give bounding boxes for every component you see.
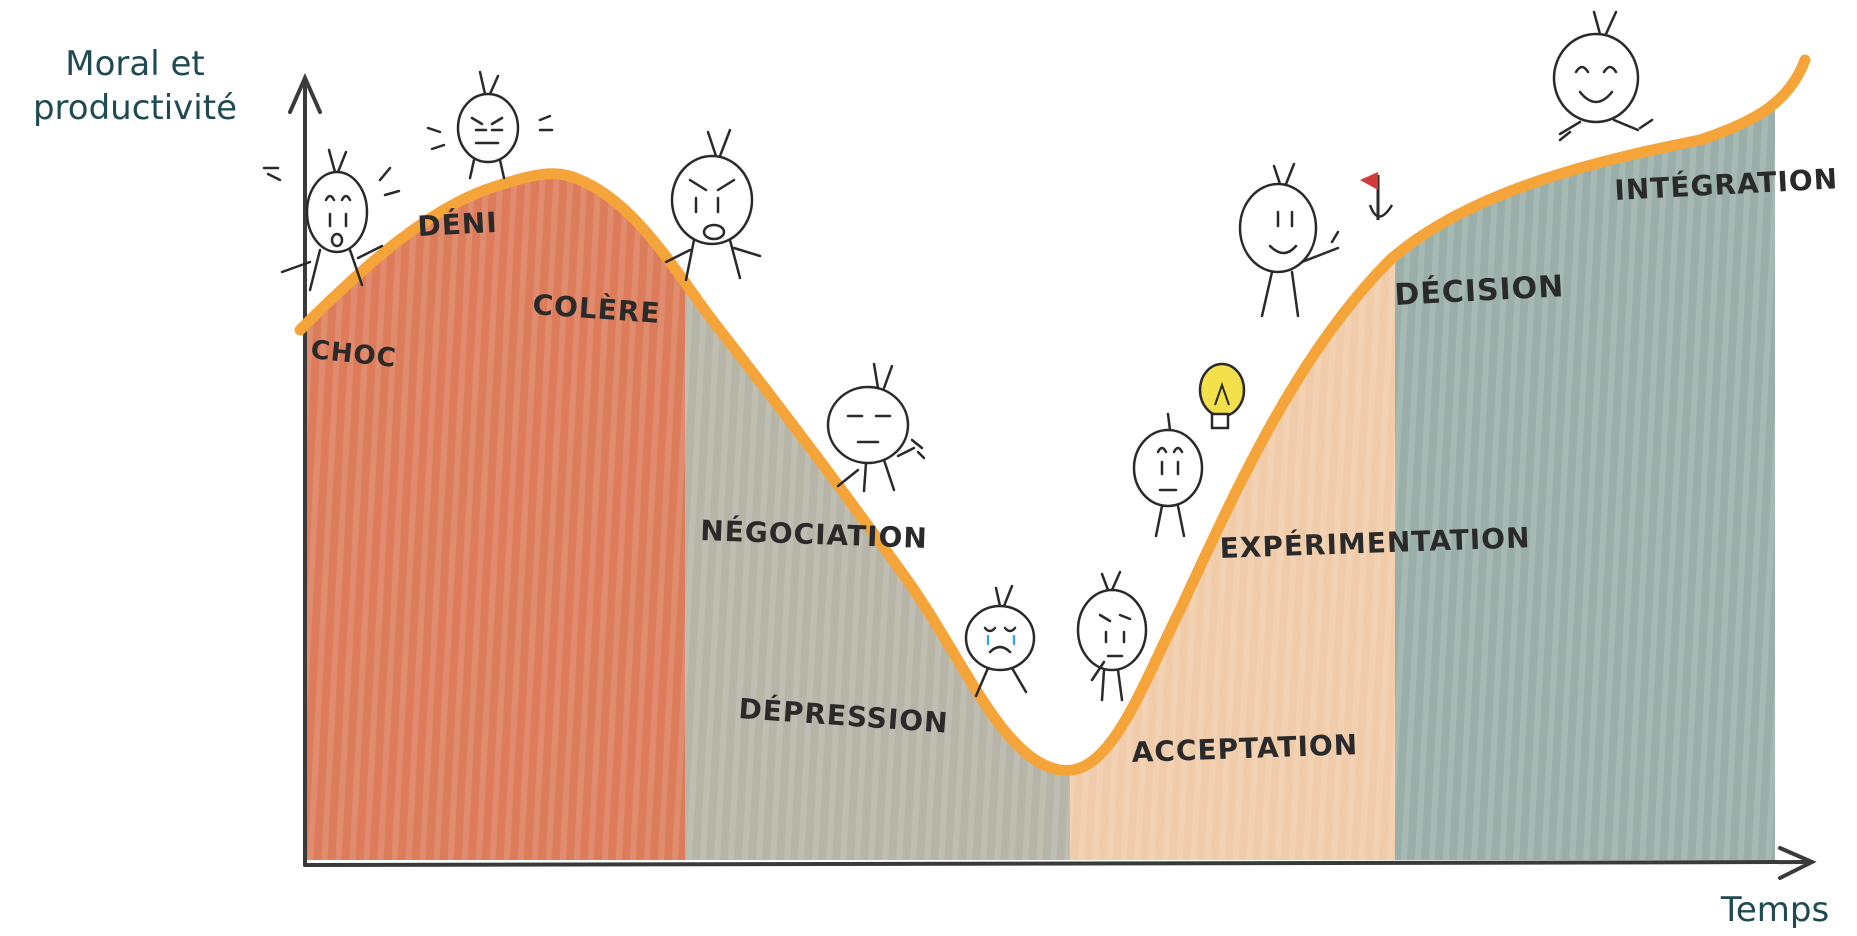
lightbulb-icon [1198,362,1246,430]
figure-acceptation [1076,570,1148,702]
figure-choc [262,148,401,292]
figure-decision [1238,162,1340,318]
figure-negociation [826,362,926,493]
phase-label-negociation: NÉGOCIATION [700,513,929,555]
x-axis-label: Temps [1720,890,1830,930]
change-curve [294,54,1811,776]
figure-integration [1552,10,1654,142]
figure-colere [664,128,762,282]
figure-experimentation [1132,412,1204,538]
figure-deni [426,70,554,180]
axes [288,73,1817,880]
phase-label-deni: DÉNI [417,205,499,243]
phase-labels: CHOC DÉNI COLÈRE NÉGOCIATION DÉPRESSION … [309,161,1839,769]
figure-depression [964,584,1036,698]
x-axis-arrow [1778,846,1817,880]
phase-label-acceptation: ACCEPTATION [1131,728,1359,769]
x-axis [303,860,1812,867]
y-axis-arrow [288,73,322,114]
shaded-zones [305,60,1775,860]
phase-label-decision: DÉCISION [1394,268,1566,313]
flag-icon [1360,172,1394,220]
y-axis-label: Moral et productivité [32,44,238,128]
